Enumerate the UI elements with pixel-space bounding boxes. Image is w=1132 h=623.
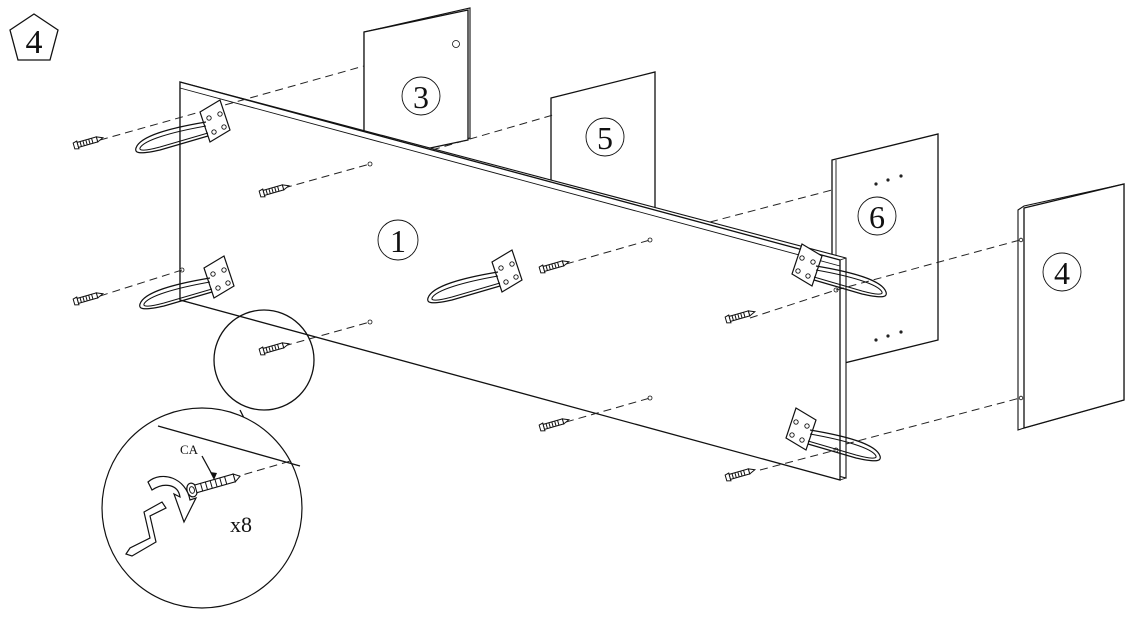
part-label-3: 3 — [413, 79, 429, 115]
panel-4: 4 — [1017, 183, 1125, 431]
magnifier-callout: CA x8 — [101, 309, 315, 609]
quantity-label: x8 — [230, 512, 252, 537]
screw-icon — [724, 465, 757, 483]
fastener-code: CA — [180, 442, 199, 457]
part-label-5: 5 — [597, 120, 613, 156]
step-badge: 4 — [9, 13, 59, 61]
screw-icon — [258, 339, 291, 357]
assembly-guide-lines — [99, 65, 1021, 471]
panel-3: 3 — [363, 7, 471, 163]
screw-icon — [72, 289, 105, 307]
part-label-1: 1 — [390, 223, 406, 259]
allen-key-icon — [125, 501, 167, 557]
screw-icon — [538, 415, 571, 433]
rotate-arrow-icon — [147, 475, 198, 524]
part-label-6: 6 — [869, 199, 885, 235]
pentagon-step-badge-icon — [9, 13, 59, 61]
part-label-4: 4 — [1054, 255, 1070, 291]
step-number: 4 — [26, 24, 43, 61]
panel-6: 6 — [831, 133, 939, 367]
screw-icon — [72, 133, 105, 151]
